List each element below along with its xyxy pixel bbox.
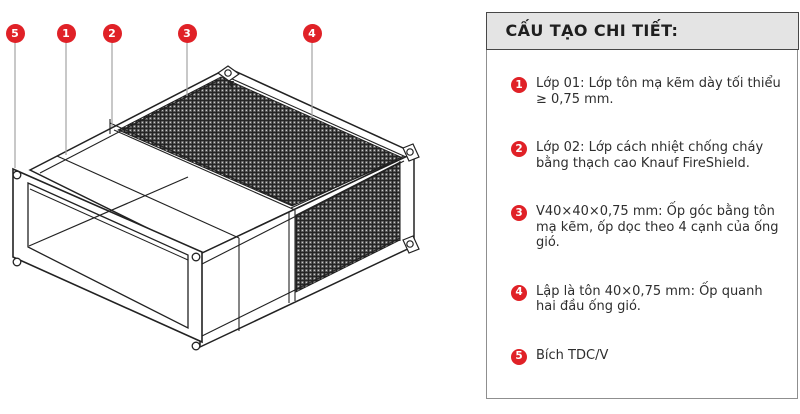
front-flange bbox=[12, 167, 203, 351]
bolt-hole-icon bbox=[406, 148, 414, 156]
legend-item-1: 1 Lớp 01: Lớp tôn mạ kẽm dày tối thiểu ≥… bbox=[511, 76, 781, 107]
legend-bullet-icon: 1 bbox=[511, 77, 527, 93]
legend-item-2: 2 Lớp 02: Lớp cách nhiệt chống cháy bằng… bbox=[511, 140, 781, 171]
legend-item-text: Lập là tôn 40×0,75 mm: Ốp quanh hai đầu … bbox=[536, 283, 763, 315]
legend-item-text: Bích TDC/V bbox=[536, 347, 609, 363]
bolt-hole-icon bbox=[224, 69, 232, 77]
bolt-hole-icon bbox=[12, 170, 22, 180]
callout-marker-2: 2 bbox=[102, 23, 122, 43]
legend-item-text: V40×40×0,75 mm: Ốp góc bằng tôn mạ kẽm, … bbox=[536, 204, 779, 250]
legend-item-text: Lớp 01: Lớp tôn mạ kẽm dày tối thiểu ≥ 0… bbox=[536, 76, 781, 107]
duct-drawing-svg bbox=[12, 42, 420, 351]
legend-item-text: Lớp 02: Lớp cách nhiệt chống cháy bằng t… bbox=[536, 140, 764, 171]
angle-corner-mark bbox=[229, 81, 234, 89]
legend-bullet-icon: 2 bbox=[511, 141, 527, 157]
legend-bullet-icon: 4 bbox=[511, 284, 527, 301]
bolt-hole-icon bbox=[191, 252, 201, 262]
legend-bullet-icon: 5 bbox=[511, 348, 527, 365]
legend-item-3: 3 V40×40×0,75 mm: Ốp góc bằng tôn mạ kẽm… bbox=[511, 204, 781, 251]
duct-body bbox=[28, 65, 420, 349]
callout-number: 4 bbox=[308, 26, 316, 40]
duct-interior-lines bbox=[28, 176, 189, 261]
legend-panel: CẤU TẠO CHI TIẾT: 1 Lớp 01: Lớp tôn mạ k… bbox=[485, 11, 799, 399]
bolt-hole-icon bbox=[12, 257, 22, 267]
callout-number: 1 bbox=[62, 26, 70, 40]
bolt-hole-icon bbox=[406, 240, 414, 248]
callout-marker-4: 4 bbox=[302, 23, 322, 43]
leader-lines bbox=[14, 42, 313, 168]
end-strip-tabs bbox=[216, 65, 420, 254]
detail-lines bbox=[39, 73, 407, 337]
legend-bullet-icon: 3 bbox=[511, 205, 527, 221]
bolt-hole-icon bbox=[191, 341, 201, 351]
legend-title: CẤU TẠO CHI TIẾT: bbox=[505, 21, 679, 40]
flange-opening bbox=[27, 181, 189, 330]
callout-marker-1: 1 bbox=[56, 23, 76, 43]
legend-header: CẤU TẠO CHI TIẾT: bbox=[485, 11, 799, 50]
callout-number: 3 bbox=[183, 26, 191, 40]
duct-isometric-diagram: 5 1 2 3 4 bbox=[5, 23, 420, 351]
callout-number: 2 bbox=[108, 26, 116, 40]
legend-item-5: 5 Bích TDC/V bbox=[511, 348, 781, 365]
callout-marker-5: 5 bbox=[5, 23, 25, 43]
callout-marker-3: 3 bbox=[177, 23, 197, 43]
legend-items: 1 Lớp 01: Lớp tôn mạ kẽm dày tối thiểu ≥… bbox=[487, 50, 797, 398]
legend-item-4: 4 Lập là tôn 40×0,75 mm: Ốp quanh hai đầ… bbox=[511, 284, 781, 315]
callout-number: 5 bbox=[11, 26, 19, 40]
flange-bolt-holes bbox=[12, 170, 201, 351]
